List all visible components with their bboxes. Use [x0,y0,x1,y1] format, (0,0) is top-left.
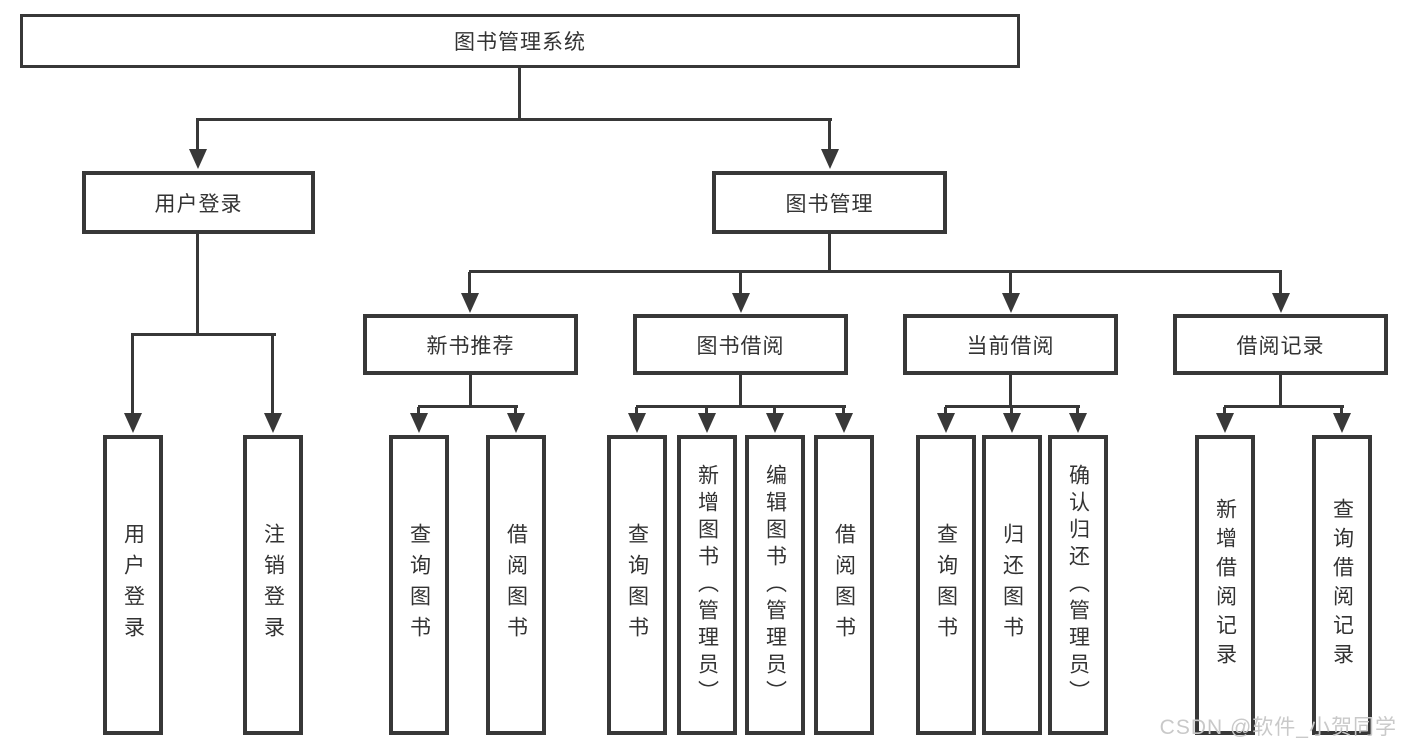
leaf-bb-add-label: 新增图书（管理员） [695,463,719,707]
leaf-cb-query: 查询图书 [916,435,976,735]
connector-arrow-cb-query [944,407,947,415]
node-records-label: 借阅记录 [1236,334,1325,358]
leaf-br-add-label: 新增借阅记录 [1213,498,1237,672]
connector-arrow-bb-edit [773,407,776,415]
leaf-bb-borrow-label: 借阅图书 [832,523,856,647]
node-borrow-label: 图书借阅 [696,334,785,358]
leaf-logout: 注销登录 [243,435,303,735]
connector-current-stem [1009,375,1012,407]
leaf-bb-borrow: 借阅图书 [814,435,874,735]
connector-root-branch [196,118,832,121]
connector-borrow-branch [636,405,846,408]
leaf-cb-return-label: 归还图书 [1000,523,1024,647]
connector-borrow-stem [739,375,742,407]
connector-arrow-records [1279,272,1282,295]
leaf-user-login-label: 用户登录 [121,523,145,647]
leaf-bb-query: 查询图书 [607,435,667,735]
node-root-label: 图书管理系统 [454,31,586,54]
connector-arrow-book-mgmt [828,120,831,151]
node-book-mgmt-label: 图书管理 [785,192,874,216]
connector-arrow-nb-borrow [514,407,517,415]
connector-new-book-stem [469,375,472,407]
leaf-bb-edit-label: 编辑图书（管理员） [763,463,787,707]
connector-arrow-leaf-logout [271,335,274,415]
connector-arrow-new-book [468,272,471,295]
leaf-cb-query-label: 查询图书 [934,523,958,647]
node-current-label: 当前借阅 [966,334,1055,358]
connector-root-stem [518,68,521,120]
connector-arrow-current [1009,272,1012,295]
leaf-br-add: 新增借阅记录 [1195,435,1255,735]
connector-arrow-borrow [739,272,742,295]
leaf-user-login: 用户登录 [103,435,163,735]
node-borrow: 图书借阅 [633,314,848,375]
leaf-cb-confirm-label: 确认归还（管理员） [1066,463,1090,707]
leaf-nb-query: 查询图书 [389,435,449,735]
connector-book-mgmt-stem [828,234,831,272]
connector-arrow-user-login [196,120,199,151]
connector-user-login-branch [131,333,276,336]
connector-arrow-bb-borrow [842,407,845,415]
leaf-br-query: 查询借阅记录 [1312,435,1372,735]
leaf-nb-borrow: 借阅图书 [486,435,546,735]
connector-book-mgmt-branch [469,270,1282,273]
connector-arrow-bb-add [705,407,708,415]
leaf-cb-confirm: 确认归还（管理员） [1048,435,1108,735]
leaf-bb-add: 新增图书（管理员） [677,435,737,735]
node-user-login: 用户登录 [82,171,315,234]
connector-user-login-stem [196,234,199,335]
connector-records-stem [1279,375,1282,407]
connector-arrow-br-query [1340,407,1343,415]
node-book-mgmt: 图书管理 [712,171,947,234]
leaf-cb-return: 归还图书 [982,435,1042,735]
connector-arrow-cb-return [1010,407,1013,415]
connector-arrow-leaf-user-login [131,335,134,415]
node-records: 借阅记录 [1173,314,1388,375]
node-current: 当前借阅 [903,314,1118,375]
leaf-logout-label: 注销登录 [261,523,285,647]
node-new-book: 新书推荐 [363,314,578,375]
connector-records-branch [1224,405,1344,408]
leaf-nb-query-label: 查询图书 [407,523,431,647]
leaf-bb-edit: 编辑图书（管理员） [745,435,805,735]
node-new-book-label: 新书推荐 [426,334,515,358]
connector-arrow-cb-confirm [1076,407,1079,415]
node-root: 图书管理系统 [20,14,1020,68]
leaf-nb-borrow-label: 借阅图书 [504,523,528,647]
leaf-br-query-label: 查询借阅记录 [1330,498,1354,672]
connector-arrow-br-add [1223,407,1226,415]
leaf-bb-query-label: 查询图书 [625,523,649,647]
csdn-watermark: CSDN @软件_小贺同学 [1159,716,1397,739]
connector-new-book-branch [418,405,518,408]
node-user-login-label: 用户登录 [154,192,243,216]
connector-arrow-nb-query [417,407,420,415]
connector-arrow-bb-query [635,407,638,415]
